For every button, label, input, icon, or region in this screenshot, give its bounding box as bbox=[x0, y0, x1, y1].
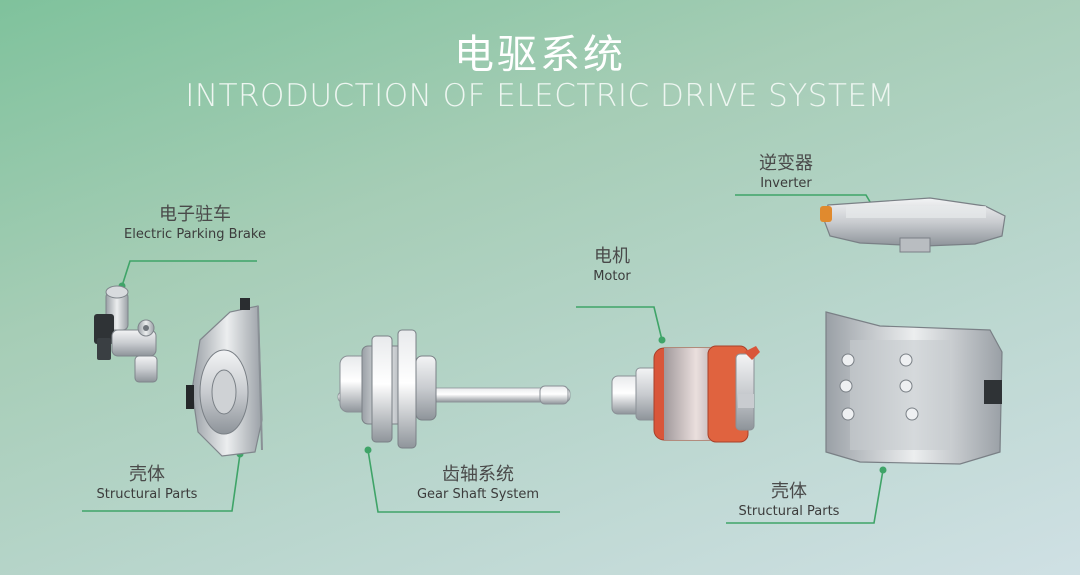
label-inverter: 逆变器 Inverter bbox=[748, 153, 824, 192]
page-title: 电驱系统 bbox=[454, 32, 626, 78]
label-housing-right: 壳体 Structural Parts bbox=[726, 481, 852, 520]
page-subtitle: INTRODUCTION OF ELECTRIC DRIVE SYSTEM bbox=[185, 78, 895, 114]
leader-line-housing-right bbox=[726, 469, 884, 524]
label-gear-shaft-en: Gear Shaft System bbox=[416, 487, 540, 502]
label-housing-right-en: Structural Parts bbox=[738, 504, 840, 519]
label-inverter-en: Inverter bbox=[760, 176, 812, 191]
leader-line-gear-shaft bbox=[367, 449, 560, 513]
parking-brake-image bbox=[94, 285, 158, 383]
label-motor-en: Motor bbox=[593, 269, 631, 284]
label-housing-left-cn: 壳体 bbox=[129, 464, 165, 485]
gear-shaft-image bbox=[337, 329, 571, 449]
leader-dot-gear-shaft bbox=[364, 446, 372, 454]
label-housing-left-en: Structural Parts bbox=[96, 487, 198, 502]
housing-right-image bbox=[825, 311, 1003, 465]
label-gear-shaft: 齿轴系统 Gear Shaft System bbox=[408, 464, 548, 503]
label-parking-brake: 电子驻车 Electric Parking Brake bbox=[110, 204, 280, 243]
label-parking-brake-cn: 电子驻车 bbox=[159, 204, 231, 225]
label-parking-brake-en: Electric Parking Brake bbox=[124, 227, 266, 242]
leader-lines bbox=[82, 194, 884, 524]
inverter-image bbox=[820, 197, 1006, 253]
label-inverter-cn: 逆变器 bbox=[759, 153, 813, 174]
leader-dot-housing-right bbox=[879, 466, 887, 474]
label-motor: 电机 Motor bbox=[580, 246, 644, 285]
leader-dot-motor bbox=[658, 336, 666, 344]
label-gear-shaft-cn: 齿轴系统 bbox=[442, 464, 514, 485]
label-housing-left: 壳体 Structural Parts bbox=[82, 464, 212, 503]
housing-left-image bbox=[186, 298, 263, 457]
label-housing-right-cn: 壳体 bbox=[771, 481, 807, 502]
leader-line-housing-left bbox=[82, 453, 241, 512]
leader-line-motor bbox=[576, 306, 663, 341]
label-motor-cn: 电机 bbox=[594, 246, 630, 267]
motor-image bbox=[611, 345, 760, 443]
leader-line-parking-brake bbox=[121, 260, 257, 287]
